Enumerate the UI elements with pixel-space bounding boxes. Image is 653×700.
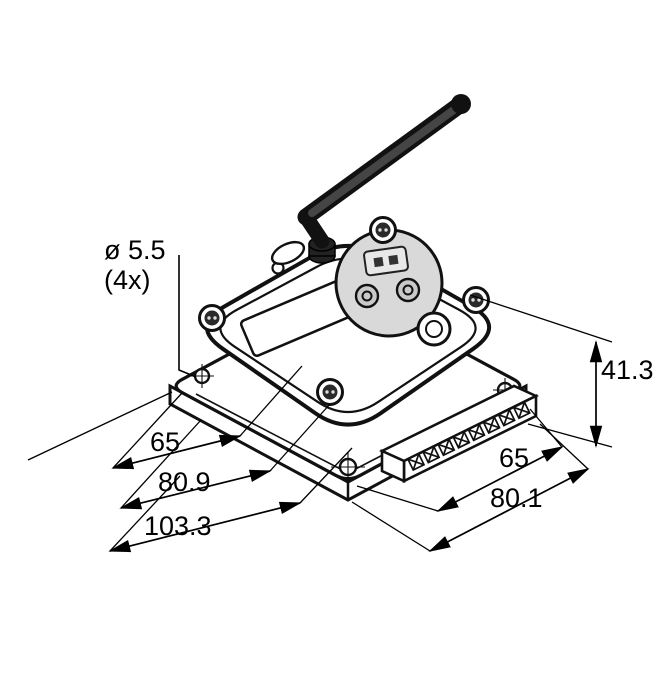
dim-hole-diameter-line2: (4x)	[104, 264, 151, 295]
terminal-screw	[467, 423, 486, 442]
dim-left-outer-label: 103.3	[144, 511, 212, 541]
antenna-rod-highlight	[308, 105, 459, 217]
dome-screw	[198, 304, 226, 332]
dim-height-label: 41.3	[601, 355, 653, 385]
terminal-screw	[452, 430, 471, 449]
dim-right-outer-label: 80.1	[490, 483, 543, 513]
dim-right-inner-label: 65	[499, 443, 530, 473]
dim-hole-diameter-label: ø 5.5 (4x)	[104, 235, 166, 295]
dim-hole-diameter-line1: ø 5.5	[104, 235, 166, 265]
dim-line-80-9	[119, 469, 272, 510]
terminal-screw	[497, 408, 516, 427]
button-right	[395, 277, 421, 303]
button-left	[354, 283, 380, 309]
display-window	[363, 245, 409, 277]
terminal-screw	[512, 401, 531, 420]
dim-line-65-left	[111, 434, 242, 470]
dim-left-inner-label: 65	[150, 427, 181, 457]
oval-recess	[270, 240, 306, 266]
dim-left-mid-label: 80.9	[158, 467, 211, 497]
dim-line-103-3	[108, 501, 302, 553]
terminal-screw	[406, 452, 426, 472]
dim-line-80-1	[428, 468, 590, 552]
terminal-screws	[406, 401, 531, 472]
terminal-screw	[482, 415, 501, 435]
mounting-hole	[331, 452, 365, 482]
round-label-area	[334, 228, 444, 338]
round-recess-inner	[425, 320, 443, 338]
dome-screw	[316, 378, 344, 406]
dimension-lines	[27, 255, 613, 553]
dome-screw	[462, 286, 490, 314]
antenna	[297, 94, 471, 264]
hole-leader-line	[178, 255, 197, 378]
top-face-details	[270, 240, 452, 347]
antenna-tip	[451, 94, 471, 114]
cover-screws	[198, 216, 490, 406]
dome-screw	[369, 216, 397, 244]
